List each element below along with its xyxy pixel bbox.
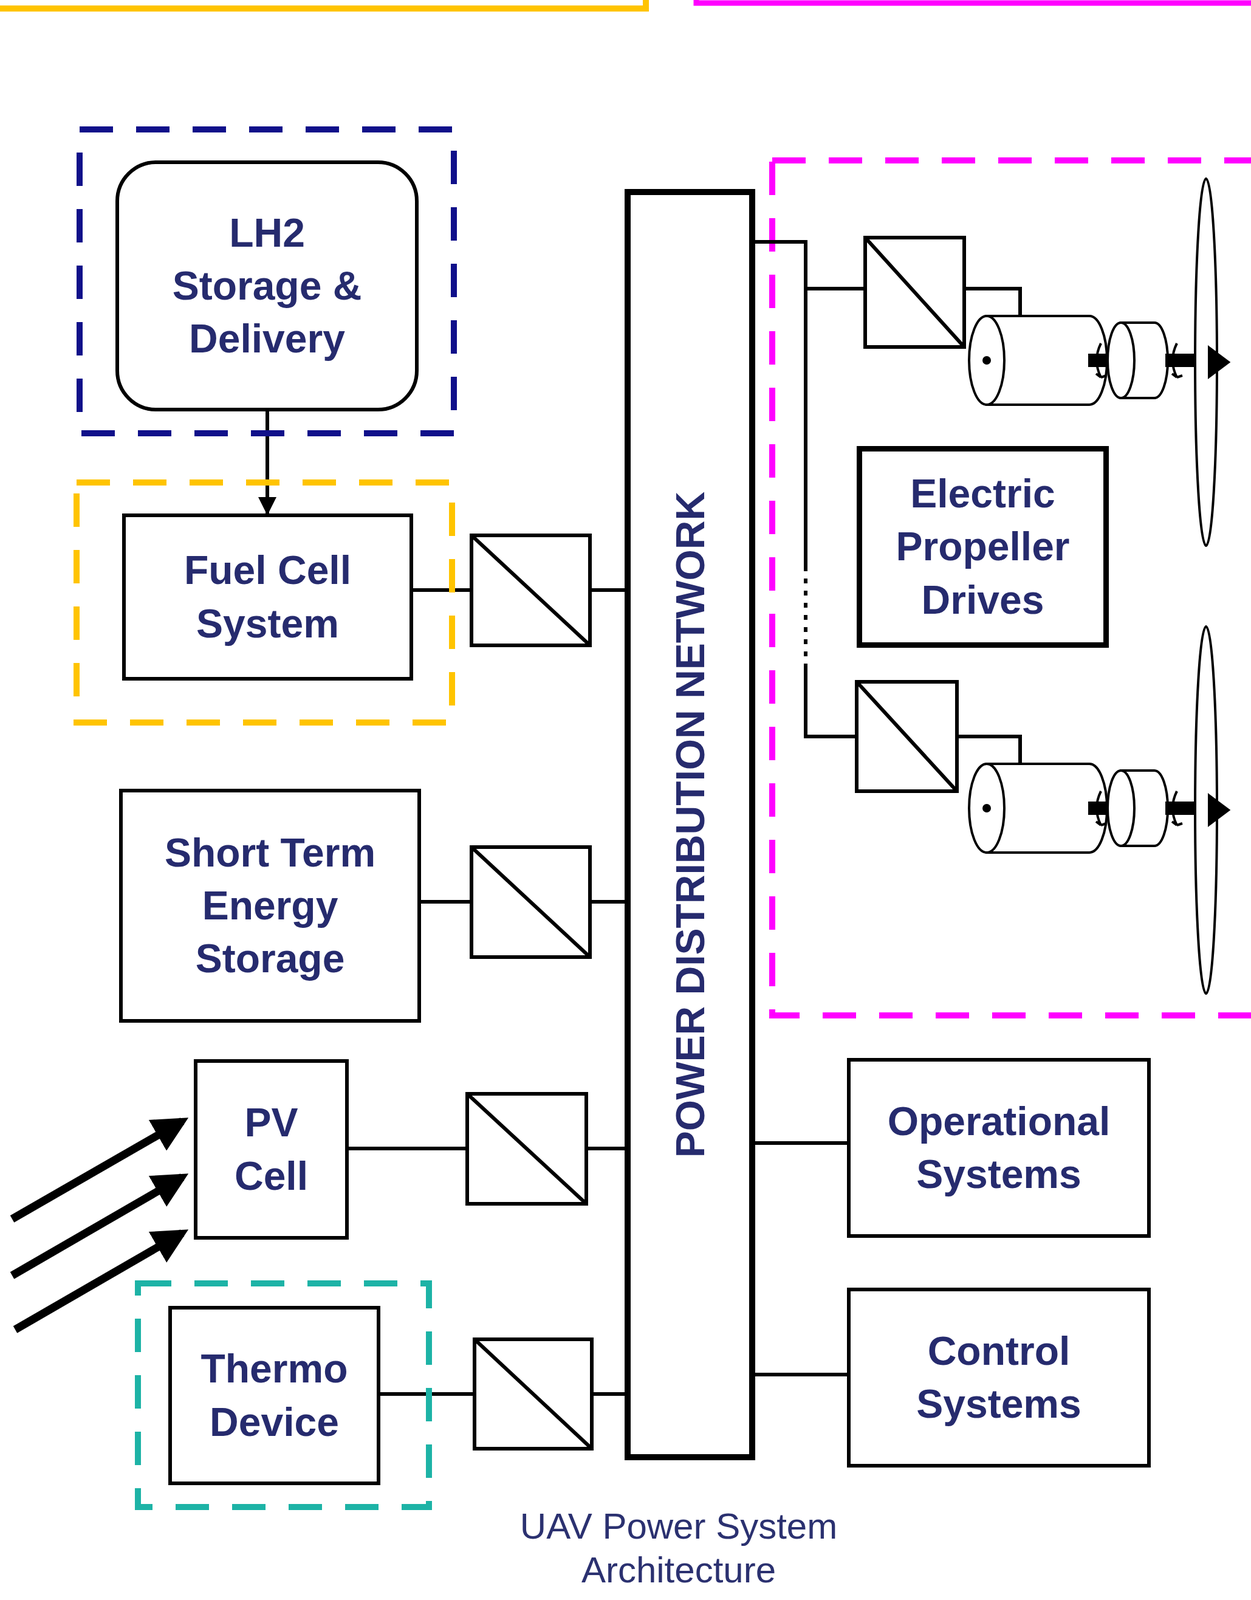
storage-box: Short Term Energy Storage <box>119 788 422 1023</box>
box-label: LH2 Storage & Delivery <box>161 206 374 366</box>
storage-box: LH2 Storage & Delivery <box>115 160 419 412</box>
drive-wire-dotted <box>803 566 808 664</box>
converter-diagonal <box>467 1093 587 1204</box>
storage-group <box>79 129 454 434</box>
converter-box <box>471 846 590 957</box>
thermo-box: Thermo Device <box>168 1305 381 1485</box>
frame-edge <box>0 0 646 9</box>
system-box: Operational Systems <box>846 1057 1151 1238</box>
rotation-mark <box>1096 791 1107 826</box>
drive-wire <box>755 241 806 567</box>
box-label: Fuel Cell System <box>146 543 390 650</box>
gearbox-face <box>1107 322 1135 398</box>
converter-diagonal <box>856 681 957 792</box>
box-label: Operational Systems <box>871 1094 1127 1201</box>
connector <box>265 411 270 514</box>
sun-ray <box>12 1176 183 1276</box>
converter-box <box>471 535 590 646</box>
figure-caption: UAV Power System Architecture <box>466 1504 892 1592</box>
rotation-mark <box>1096 343 1107 378</box>
converter-box <box>856 681 957 792</box>
sun-ray <box>15 1232 183 1330</box>
motor-propeller <box>969 626 1229 994</box>
drive-box: Electric Propeller Drives <box>856 445 1109 648</box>
rotation-mark <box>1172 343 1183 378</box>
spinner <box>1209 347 1229 377</box>
system-box: Control Systems <box>846 1287 1151 1468</box>
gearbox-face <box>1107 770 1135 846</box>
thermo-group <box>137 1283 429 1507</box>
bus-bar: POWER DISTRIBUTION NETWORK <box>624 188 756 1461</box>
rotation-mark <box>1172 791 1183 826</box>
converter-box <box>467 1093 587 1204</box>
connector <box>755 1372 847 1377</box>
motor-face <box>969 315 1005 405</box>
motor-dot <box>983 805 990 812</box>
motor-face <box>969 763 1005 853</box>
fuel-cell-box: Fuel Cell System <box>122 513 414 681</box>
box-label: Thermo Device <box>183 1342 366 1448</box>
converter-box <box>474 1339 592 1449</box>
drive-wire <box>805 663 857 737</box>
connector <box>755 1141 847 1145</box>
converter-diagonal <box>471 846 590 957</box>
sunlight-arrows <box>12 1120 183 1330</box>
box-label: POWER DISTRIBUTION NETWORK <box>670 491 711 1158</box>
box-label: Control Systems <box>871 1324 1127 1431</box>
box-label: Short Term Energy Storage <box>142 826 398 985</box>
motor-dot <box>983 357 990 364</box>
fuel-cell-group <box>76 482 453 723</box>
drive-wire <box>805 286 866 291</box>
converter-diagonal <box>865 237 965 347</box>
spinner <box>1209 795 1229 825</box>
box-label: Electric Propeller Drives <box>879 467 1087 626</box>
converter-diagonal <box>474 1339 592 1449</box>
converter-diagonal <box>471 535 590 646</box>
sun-ray <box>12 1120 183 1219</box>
propulsion-group <box>772 160 1251 1016</box>
box-label: PV Cell <box>216 1096 327 1202</box>
frame-edge <box>696 0 1251 4</box>
converter-box <box>865 237 965 347</box>
pv-box: PV Cell <box>193 1059 349 1240</box>
